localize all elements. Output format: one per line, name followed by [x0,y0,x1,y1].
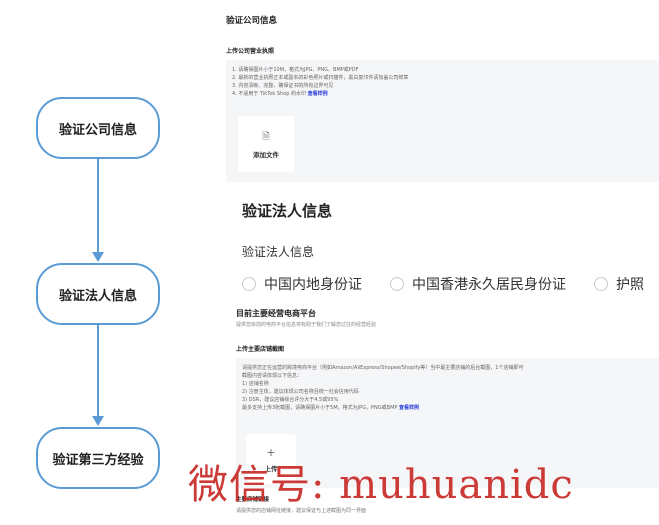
radio-circle-icon[interactable] [242,277,256,291]
guide-line: 4. 不适用于 TikTok Shop 的水印 [232,91,307,97]
platform-section-title: 目前主要经营电商平台 [236,309,316,318]
platform-description: 提供您目前的电商平台信息将有助于我们了解您过往的经营经验 [236,322,377,328]
id-type-option-hongkong[interactable]: 中国香港永久居民身份证 [390,274,566,294]
guide-line: 最多支持上传3张截图，请确保图片小于5M，格式为JPG，PNG或BMP [242,405,398,411]
guide-line: 截图内容请体现以下信息： [242,373,303,379]
add-file-label: 添加文件 [253,151,279,159]
form-panel: 验证公司信息 上传公司营业执照 1. 请确保图片小于10M，格式为JPG、PNG… [220,0,659,525]
id-type-option-mainland[interactable]: 中国内地身份证 [242,274,362,294]
company-section-title: 验证公司信息 [226,16,278,26]
shop-link-label: 主要店铺链接 [236,497,270,503]
legal-person-section-title: 验证法人信息 [242,202,333,220]
radio-circle-icon[interactable] [390,277,404,291]
upload-screenshot-button[interactable]: + 上传 [246,434,296,484]
shop-screenshot-upload-area: 请提供您正在运营的跨境电商平台（例如Amazon/AliExpress/Shop… [236,358,659,488]
flow-connector [97,159,99,257]
add-file-button[interactable]: 🗎 添加文件 [238,116,294,172]
radio-circle-icon[interactable] [594,277,608,291]
plus-icon: + [266,445,276,459]
guide-line: 3. 内容清晰、完整，确保证书的所有边界可见 [232,83,334,89]
flow-node-verify-third-party: 验证第三方经验 [36,427,160,489]
file-upload-icon: 🗎 [262,132,270,142]
guide-line: 请提供您正在运营的跨境电商平台（例如Amazon/AliExpress/Shop… [242,365,524,371]
shop-link-description: 请提供您的店铺网址链接，建议保证与上述截图为同一界面 [236,508,367,514]
legal-person-subtitle: 验证法人信息 [242,245,315,259]
radio-label: 中国内地身份证 [264,277,362,293]
flow-node-label: 验证公司信息 [58,122,137,138]
flow-node-verify-company: 验证公司信息 [36,97,160,159]
view-example-link[interactable]: 查看样例 [307,91,328,97]
guide-line: 2. 最新的营业执照正本或副本的彩色照片或扫描件，黑白复印件请加盖公司鲜章 [232,75,409,81]
guide-line: 3) DSR，建议店铺综合评分大于4.5或95% [242,397,339,403]
flow-node-verify-legal-person: 验证法人信息 [36,263,160,325]
watermark-text: 微信号: muhuanidc [188,462,574,508]
guide-line: 1) 店铺名称 [242,381,269,387]
flow-connector [97,325,99,421]
shop-screenshot-label: 上传主要店铺截图 [236,346,285,353]
guide-line: 1. 请确保图片小于10M，格式为JPG、PNG、BMP或PDF [232,67,359,73]
radio-label: 护照 [616,277,644,293]
arrow-down-icon [92,416,104,426]
view-example-link[interactable]: 查看样例 [399,405,420,411]
license-upload-area: 1. 请确保图片小于10M，格式为JPG、PNG、BMP或PDF 2. 最新的营… [226,60,659,182]
upload-label: 上传 [264,464,278,473]
radio-label: 中国香港永久居民身份证 [412,277,566,293]
id-type-option-passport[interactable]: 护照 [594,274,644,294]
flow-node-label: 验证第三方经验 [52,452,144,468]
arrow-down-icon [92,252,104,262]
flow-node-label: 验证法人信息 [58,288,137,304]
business-license-label: 上传公司营业执照 [226,48,275,55]
guide-line: 2) 注册主体，建议体现公司名称且统一社会信用代码 [242,389,359,395]
